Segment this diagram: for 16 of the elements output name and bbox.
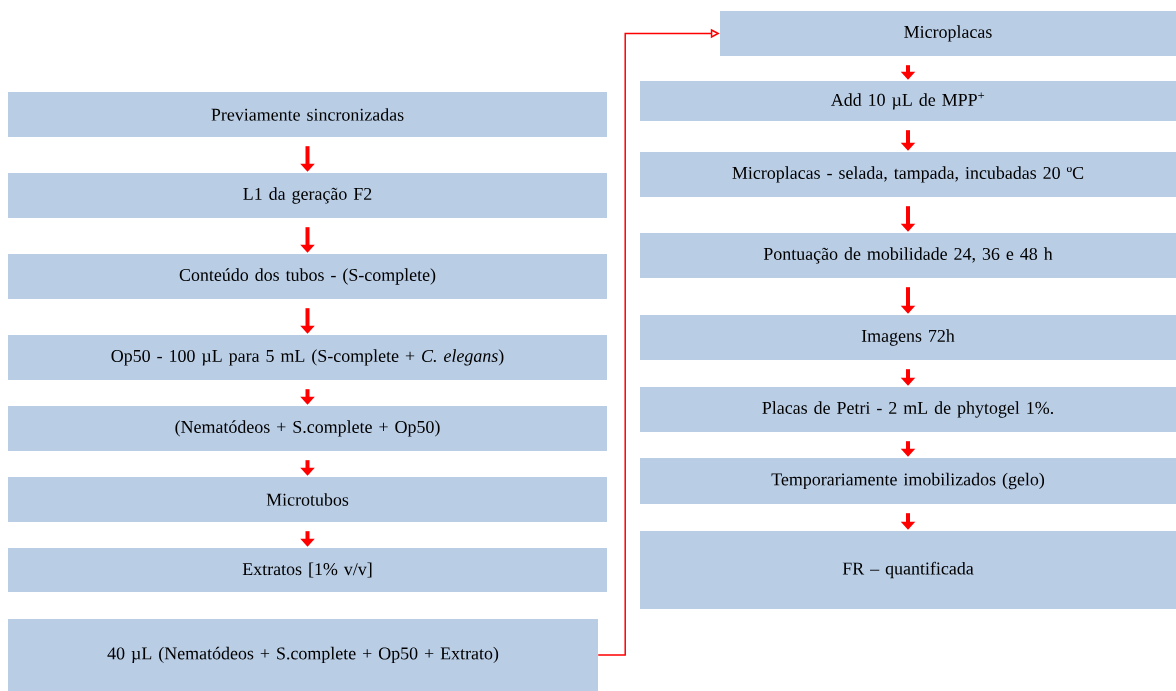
process-box: Add 10 µL de MPP$^{+}$: [640, 81, 1176, 121]
process-box: Previamente sincronizadas: [8, 92, 607, 137]
process-box: L1 da geração F2: [8, 173, 607, 218]
process-box: Conteúdo dos tubos - (S-complete): [8, 254, 607, 299]
process-box: 40 µL (Nematódeos + S.complete + Op50 + Extrato): [8, 619, 598, 691]
process-box: Placas de Petri - 2 mL de phytogel 1%.: [640, 387, 1176, 432]
process-box: Microplacas - selada, tampada, incubadas 20 ºC: [640, 152, 1176, 197]
process-box: Pontuação de mobilidade 24, 36 e 48 h: [640, 233, 1176, 278]
process-box: FR – quantificada: [640, 531, 1176, 609]
process-box: Imagens 72h: [640, 315, 1176, 360]
process-box: Microplacas: [720, 11, 1176, 56]
process-box: Microtubos: [8, 477, 607, 522]
process-box: Extratos [1% v/v]: [8, 548, 607, 592]
process-box: (Nematódeos + S.complete + Op50): [8, 406, 607, 451]
process-box: Temporariamente imobilizados (gelo): [640, 458, 1176, 504]
process-box: Op50 - 100 µL para 5 mL (S-complete + C. elegans): [8, 335, 607, 380]
